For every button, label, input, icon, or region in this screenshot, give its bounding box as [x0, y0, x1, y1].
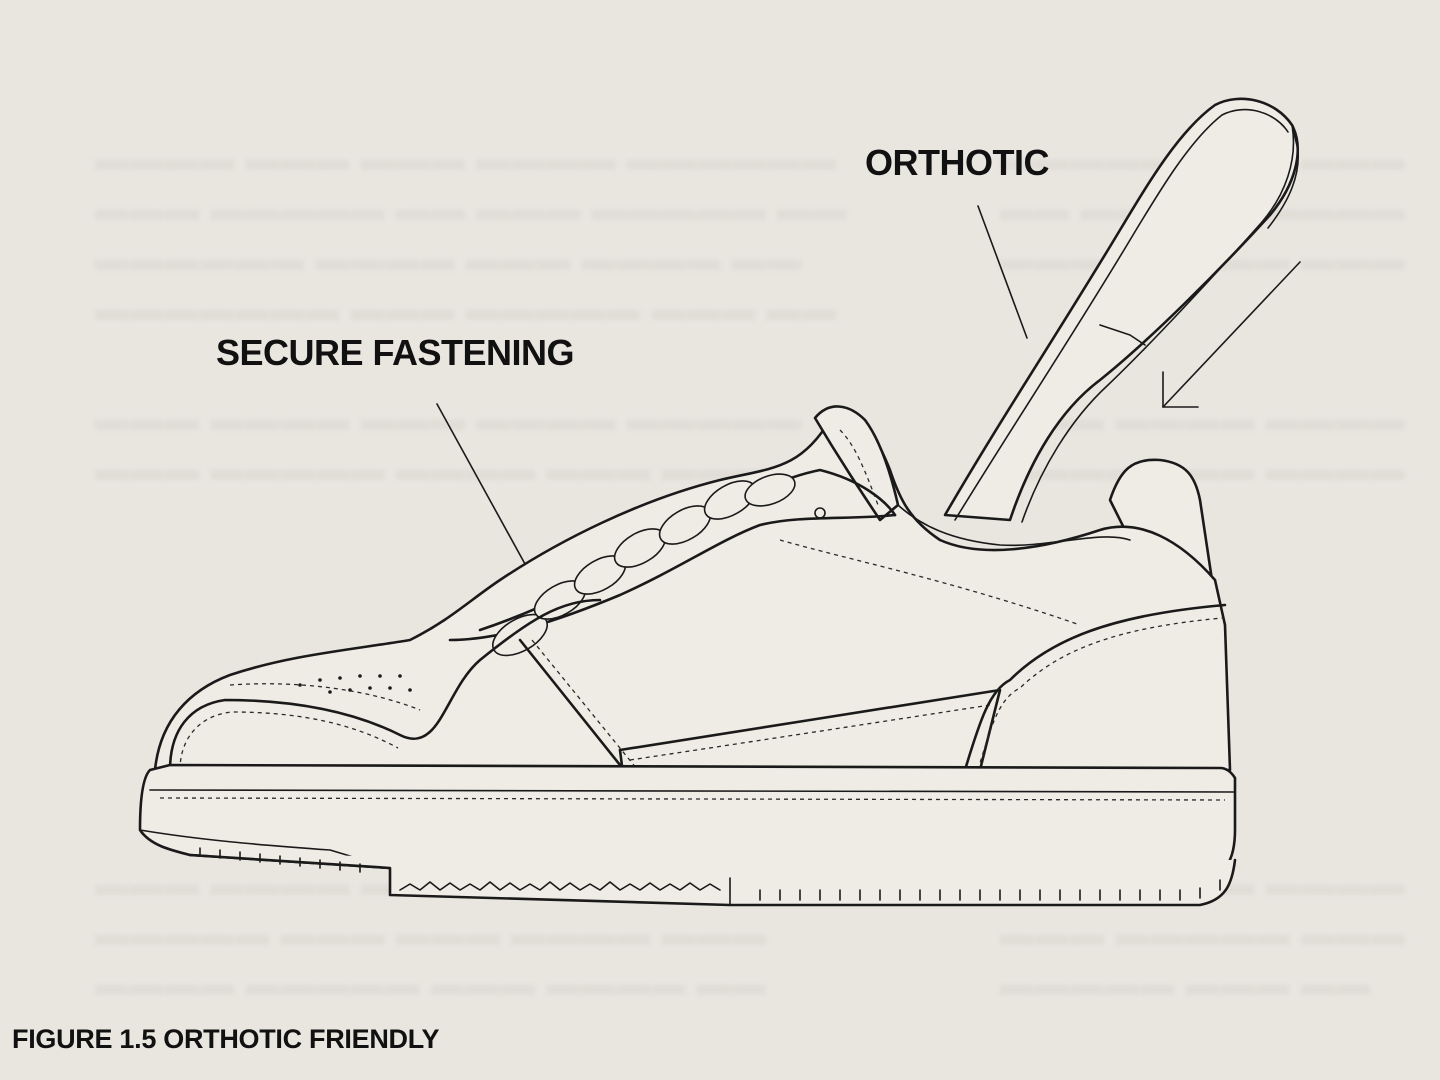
insertion-arrow — [1162, 261, 1301, 408]
orthotic-insole — [943, 97, 1300, 523]
sneaker — [138, 405, 1237, 907]
figure-caption: FIGURE 1.5 ORTHOTIC FRIENDLY — [12, 1024, 440, 1054]
laces — [492, 473, 796, 657]
tread-marks — [199, 847, 1221, 901]
orthotic-label: ORTHOTIC — [865, 142, 1049, 183]
toe-perforations — [298, 674, 412, 694]
secure-fastening-label: SECURE FASTENING — [216, 332, 575, 373]
orthotic-leader-line — [977, 205, 1028, 339]
